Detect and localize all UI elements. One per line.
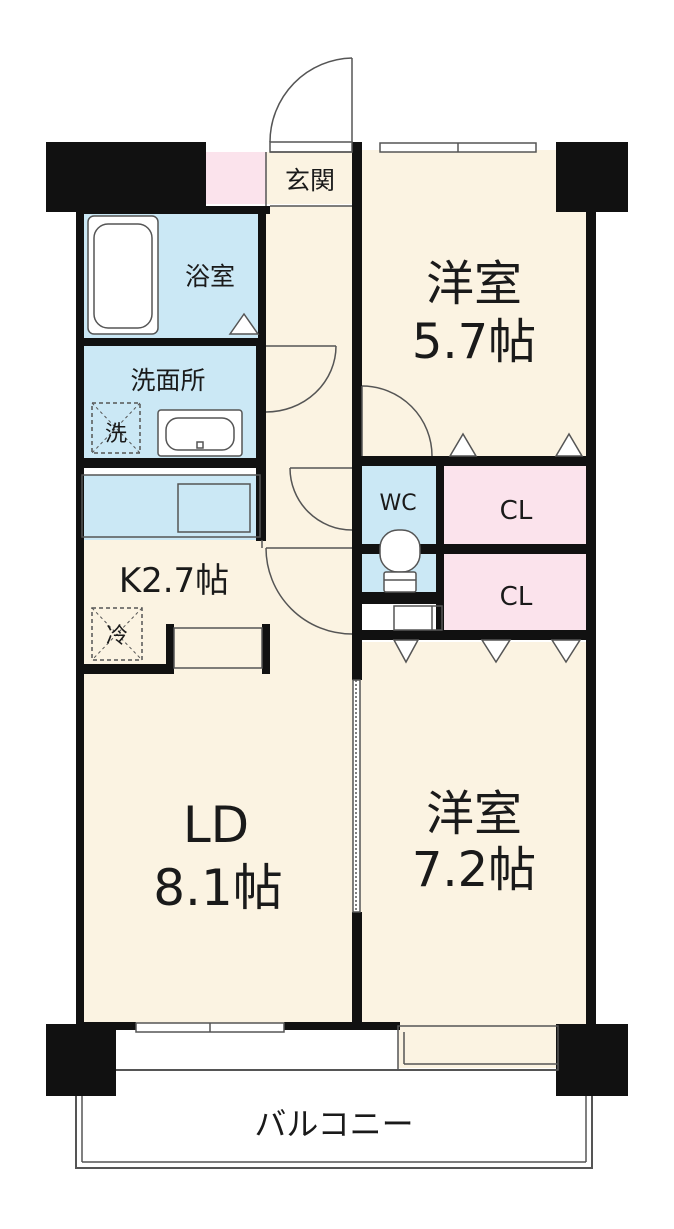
ld-floor — [82, 672, 354, 1024]
bath-label: 浴室 — [185, 262, 235, 291]
wash-basin — [157, 409, 243, 457]
western-room-1-floor — [360, 150, 588, 462]
fridge-space-cross — [91, 607, 143, 661]
column — [556, 142, 628, 212]
counter-island — [173, 627, 263, 669]
ld-size: 8.1帖 — [153, 859, 283, 917]
column — [556, 1024, 628, 1096]
western-room-1-name: 洋室 — [426, 256, 522, 312]
bathtub — [87, 215, 159, 335]
closet-upper-label: CL — [500, 496, 533, 526]
column — [46, 1024, 116, 1096]
window-top — [379, 142, 537, 153]
western-room-2-size: 7.2帖 — [412, 842, 536, 898]
sliding-door — [352, 679, 361, 913]
balcony-label: バルコニー — [254, 1105, 413, 1143]
fridge-space — [91, 607, 143, 661]
genkan-label: 玄関 — [285, 166, 335, 195]
genkan-step — [266, 152, 352, 204]
ld-name: LD — [183, 796, 249, 854]
kitchen-label: K2.7帖 — [119, 561, 229, 601]
genkan-floor — [206, 152, 266, 204]
stove — [177, 483, 251, 533]
window-bottom-ld — [135, 1022, 285, 1033]
bath-drain-marker — [228, 312, 260, 335]
door-swings — [261, 345, 433, 635]
closet-upper-floor — [442, 466, 588, 546]
closet-lower-floor — [442, 551, 588, 633]
entrance-door — [265, 57, 353, 207]
kitchen-floor — [82, 540, 354, 672]
closet-sliding-panel — [393, 605, 443, 631]
balcony — [75, 1069, 593, 1169]
closet-lower-label: CL — [500, 582, 533, 612]
closet-door-markers — [392, 432, 584, 664]
wc-label: WC — [379, 491, 416, 516]
western-room-2-name: 洋室 — [426, 786, 522, 842]
washroom-label: 洗面所 — [130, 366, 205, 395]
toilet — [379, 529, 421, 593]
kitchen-counter-edge — [81, 474, 261, 538]
column — [46, 142, 206, 212]
washer-space — [91, 402, 141, 454]
fridge-label: 冷 — [106, 624, 128, 649]
window-bay-floor — [398, 1024, 558, 1068]
washer-label: 洗 — [105, 422, 127, 447]
western-room-2-floor — [360, 642, 588, 1024]
western-room-1-size: 5.7帖 — [412, 314, 536, 370]
window-bottom-bay — [397, 1025, 559, 1071]
